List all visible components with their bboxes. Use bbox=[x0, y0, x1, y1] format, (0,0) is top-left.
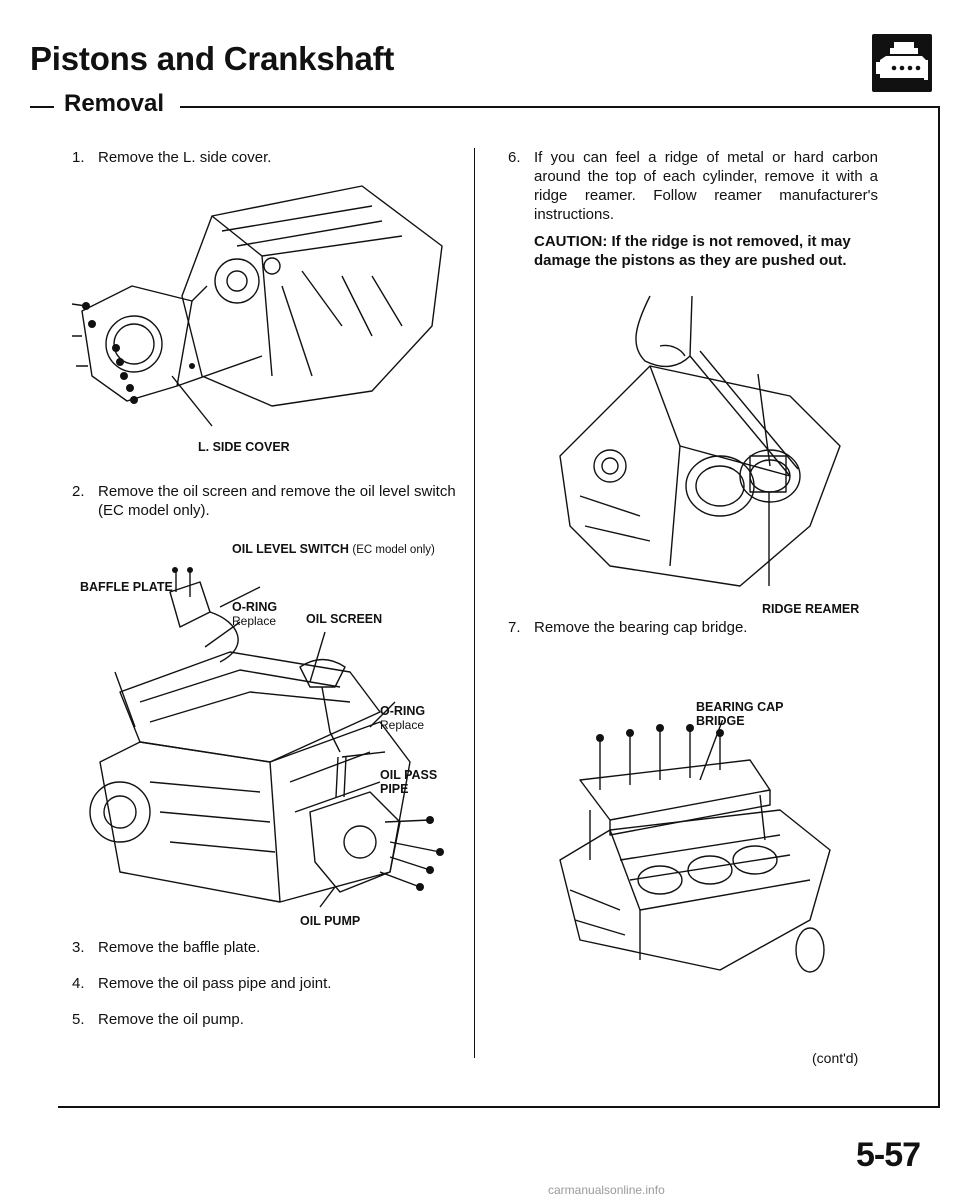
callout-ridge-reamer: RIDGE REAMER bbox=[762, 602, 860, 616]
engine-icon bbox=[872, 34, 932, 92]
step-7: 7. Remove the bearing cap bridge. bbox=[508, 619, 748, 636]
bearing-cap-bridge-illustration bbox=[559, 720, 831, 973]
callout-o-ring-2: O-RING Replace bbox=[380, 704, 426, 732]
caution-note: CAUTION: If the ridge is not removed, it… bbox=[534, 233, 851, 269]
callout-l-side-cover: L. SIDE COVER bbox=[198, 440, 290, 454]
oil-pump-assembly-illustration bbox=[89, 567, 444, 908]
callout-bearing-cap-bridge: BEARING CAP BRIDGE bbox=[696, 700, 784, 728]
step-1: 1. Remove the L. side cover. bbox=[72, 149, 272, 166]
page-title: Pistons and Crankshaft bbox=[30, 40, 395, 77]
step-5: 5. Remove the oil pump. bbox=[72, 1011, 244, 1028]
step-2: 2. Remove the oil screen and remove the … bbox=[72, 483, 456, 519]
section-label: Removal bbox=[64, 90, 165, 117]
callout-oil-screen: OIL SCREEN bbox=[306, 612, 383, 626]
callout-baffle-plate: BAFFLE PLATE bbox=[80, 580, 173, 594]
column-divider bbox=[474, 148, 475, 1058]
callout-oil-pump: OIL PUMP bbox=[300, 914, 361, 928]
content-frame bbox=[58, 106, 940, 1108]
watermark: carmanualsonline.info bbox=[548, 1183, 665, 1197]
step-4: 4. Remove the oil pass pipe and joint. bbox=[72, 975, 332, 992]
page-number: 5-57 bbox=[856, 1136, 921, 1174]
step-6: 6. If you can feel a ridge of metal or h… bbox=[508, 149, 878, 223]
section-heading: Removal bbox=[30, 90, 938, 120]
callout-oil-pass-pipe: OIL PASS PIPE bbox=[380, 768, 438, 796]
continued-label: (cont'd) bbox=[812, 1050, 859, 1066]
ridge-reamer-illustration bbox=[559, 295, 841, 587]
l-side-cover-illustration bbox=[72, 185, 443, 427]
callout-o-ring-1: O-RING Replace bbox=[232, 600, 278, 628]
step-3: 3. Remove the baffle plate. bbox=[72, 939, 261, 956]
callout-oil-level-switch: OIL LEVEL SWITCH (EC model only) bbox=[232, 542, 435, 556]
